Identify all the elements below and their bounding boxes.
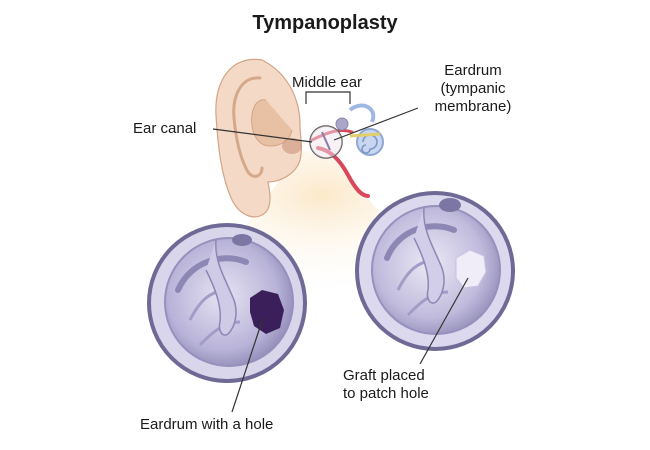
eardrum-with-hole-icon [147,223,307,413]
ear-canal-label: Ear canal [133,120,197,137]
eardrum-label: Eardrum (tympanic membrane) [418,62,528,116]
hole-caption: Eardrum with a hole [140,416,274,433]
eardrum-with-graft-icon [355,191,515,365]
eardrum-label-line2: (tympanic [440,80,506,97]
eardrum-leader [333,107,419,141]
graft-leader [419,277,469,365]
outer-ear-icon [215,58,302,218]
eardrum-label-line1: Eardrum [444,62,502,79]
graft-caption: Graft placed to patch hole [343,367,429,403]
graft-caption-line1: Graft placed [343,367,425,384]
middle-ear-icon [309,103,384,198]
ear-canal-leader [212,128,313,143]
middle-ear-bracket [305,91,351,104]
middle-ear-label: Middle ear [292,74,363,91]
eardrum-label-line3: membrane) [434,98,512,115]
page-title: Tympanoplasty [252,12,398,34]
graft-caption-line2: to patch hole [343,385,429,402]
hole-leader [231,317,264,413]
